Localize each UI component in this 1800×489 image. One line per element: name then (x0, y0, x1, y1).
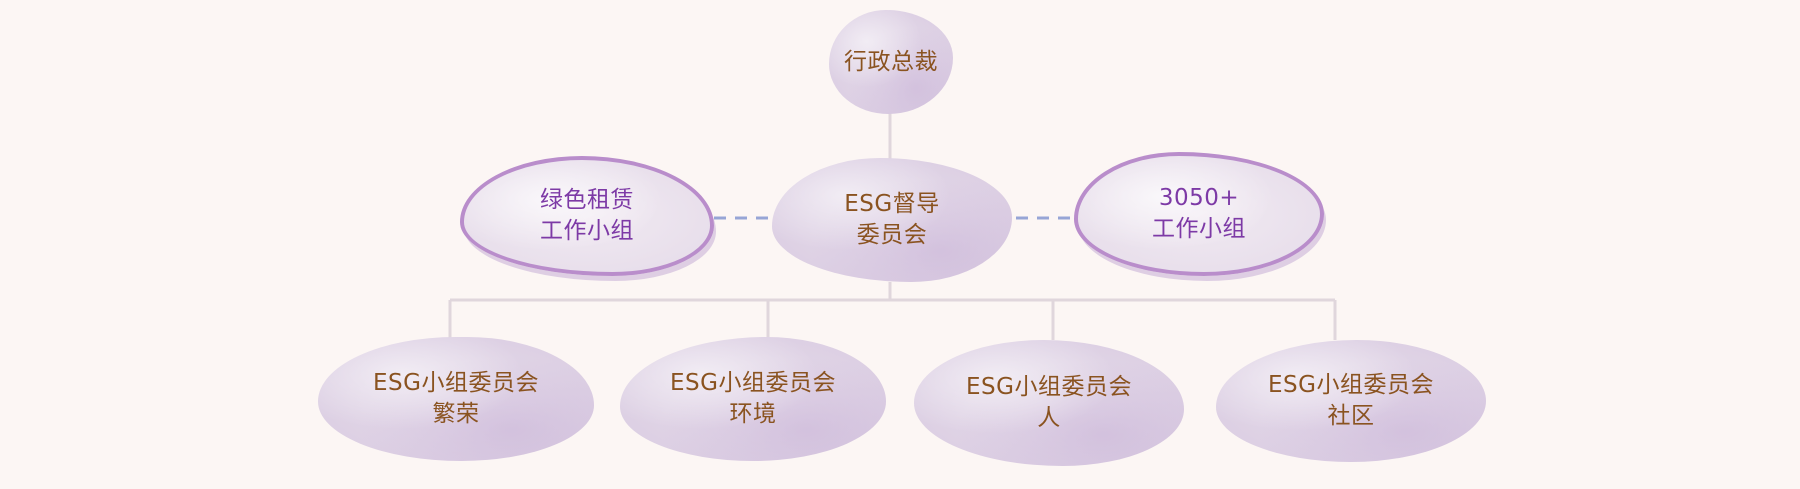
node-ceo-label: 行政总裁 (844, 48, 938, 75)
node-esg-steering-committee: ESG督导 委员会 (772, 158, 1012, 282)
node-subcommittee-environment-label: ESG小组委员会 环境 (670, 370, 836, 427)
node-3050-working-group-label: 3050+ 工作小组 (1152, 185, 1246, 242)
node-subcommittee-people-label: ESG小组委员会 人 (966, 374, 1132, 431)
node-ceo: 行政总裁 (829, 10, 953, 114)
node-subcommittee-community: ESG小组委员会 社区 (1216, 340, 1486, 462)
node-esg-steering-committee-label: ESG督导 委员会 (844, 191, 940, 248)
node-subcommittee-people: ESG小组委员会 人 (914, 340, 1184, 466)
node-subcommittee-prosperity: ESG小组委员会 繁荣 (318, 337, 594, 461)
node-subcommittee-community-label: ESG小组委员会 社区 (1268, 372, 1434, 429)
node-green-lease-working-group-label: 绿色租赁 工作小组 (540, 187, 634, 244)
node-green-lease-working-group: 绿色租赁 工作小组 (460, 156, 714, 276)
node-3050-working-group: 3050+ 工作小组 (1074, 152, 1324, 276)
node-subcommittee-environment: ESG小组委员会 环境 (620, 337, 886, 461)
node-subcommittee-prosperity-label: ESG小组委员会 繁荣 (373, 370, 539, 427)
